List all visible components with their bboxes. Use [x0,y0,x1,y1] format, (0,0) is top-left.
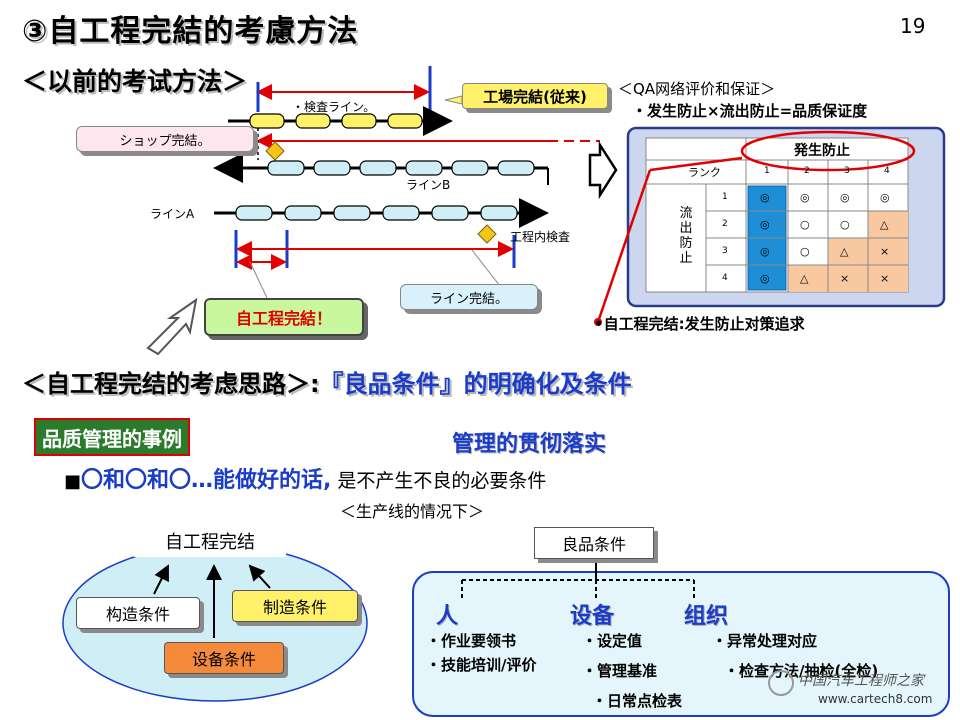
rest-sentence: 是不产生不良的必要条件 [337,470,547,492]
thinking-heading-prefix: ＜自工程完结的考虑思路＞: [22,370,320,398]
structure-condition-box: 构造条件 [76,597,200,629]
qa-cell: △ [840,245,849,258]
inspection-line-cars [249,113,423,129]
equipment-item: ・日常点检表 [592,692,683,710]
qa-cell: ◎ [880,191,890,204]
qa-cell: ○ [840,218,850,231]
shop-complete-callout: ショップ完結。 [76,126,254,152]
qa-col-header-3: 3 [844,166,850,176]
production-line-label: ＜生产线的情况下＞ [340,502,485,521]
management-label: 管理的贯彻落实 [452,432,607,457]
qa-cell: ○ [800,218,810,231]
prevention-header: 発生防止 [794,143,850,159]
qa-row-rank: 3 [722,246,728,256]
self-complete-callout: 自工程完結！ [204,298,364,336]
self-complete-center-label: 自工程完结 [165,532,255,553]
qa-heading-text: ＜QA网络评价和保证＞ [618,80,776,98]
outflow-label: 流出防止 [676,206,696,266]
factory-complete-callout: 工場完結(従来) [462,83,608,109]
rank-label: ランク [688,166,721,179]
equipment-condition-box: 设备条件 [164,642,284,674]
qa-cell: ◎ [760,191,770,204]
people-item: ・作业要领书 [426,632,517,650]
bullet-mark: ■ [64,471,82,492]
qa-col-header-2: 2 [804,166,810,176]
thinking-heading-emphasis: 『良品条件』的明确化及条件 [319,370,632,398]
good-conditions-label: 良品条件 [561,535,626,554]
inspection-line-label: ・検査ライン。 [292,100,376,114]
qa-row-rank: 1 [722,192,728,202]
manufacturing-condition-label: 制造条件 [262,598,327,617]
qa-row-rank: 4 [722,273,728,283]
line-b-cars [267,160,535,176]
good-conditions-box: 良品条件 [534,527,654,559]
qa-table-grid [646,138,909,292]
qa-cell: ◎ [760,245,770,258]
qa-cell: × [880,272,890,285]
outflow-label-text: 流出防止 [679,206,693,266]
thinking-heading: ＜自工程完结的考虑思路＞:『良品条件』的明确化及条件 [22,364,632,399]
qa-cell: × [880,245,890,258]
org-item: ・异常处理对应 [712,632,818,650]
line-complete-callout: ライン完結。 [400,284,538,310]
qa-cell: × [840,272,850,285]
qa-row-rank: 2 [722,219,728,229]
qa-cell: ◎ [760,272,770,285]
equipment-heading: 设备 [570,604,615,629]
people-heading: 人 [436,604,459,629]
line-b-label: ラインB [406,178,451,192]
watermark: 中国汽车工程师之家 www.cartech8.com [768,664,954,714]
organization-heading: 组织 [684,604,729,629]
example-tag-label: 品质管理的事例 [42,426,182,451]
watermark-url: www.cartech8.com [818,692,933,706]
self-complete-center-box: 自工程完结 [134,525,286,557]
line-complete-label: ライン完結。 [429,291,508,307]
watermark-logo-icon [768,670,794,696]
qa-col-header-1: 1 [764,166,770,176]
qa-note: •自工程完结:发生防止对策追求 [594,315,805,333]
watermark-brand: 中国汽车工程师之家 [798,673,924,689]
qa-subheading: ・发生防止×流出防止=品质保证度 [632,102,868,120]
qa-cell: ◎ [760,218,770,231]
old-method-heading: ＜以前的考试方法＞ [22,67,248,96]
slide-title: ③自工程完結的考慮方法 [22,14,359,49]
self-complete-label: 自工程完結！ [235,309,332,328]
in-process-inspection-label: 工程内検査 [510,230,571,244]
qa-heading: ＜QA网络评价和保证＞ [618,78,775,99]
condition-sentence: ■〇和〇和〇…能做好的话,是不产生不良的必要条件 [64,462,546,494]
page-number: 19 [900,14,926,38]
equipment-item: ・管理基准 [582,662,658,680]
people-item: ・技能培训/评价 [426,656,537,674]
qa-cell: △ [800,272,809,285]
structure-condition-label: 构造条件 [105,605,170,624]
line-a-cars [235,205,518,221]
qa-cell: ○ [800,245,810,258]
qa-cell: ◎ [800,191,810,204]
qa-col-header-4: 4 [884,166,890,176]
shop-complete-label: ショップ完結。 [119,133,211,149]
manufacturing-condition-box: 制造条件 [232,590,358,622]
example-tag: 品质管理的事例 [34,418,190,456]
qa-cell: △ [880,218,889,231]
equipment-condition-label: 设备条件 [191,650,256,669]
org-item: ・检查方法/抽检(全检) [724,662,879,680]
circles-sentence: 〇和〇和〇…能做好的话, [81,468,332,493]
line-a-label: ラインA [150,207,195,221]
equipment-item: ・设定值 [582,632,643,650]
factory-complete-label: 工場完結(従来) [483,87,587,106]
qa-cell: ◎ [840,191,850,204]
